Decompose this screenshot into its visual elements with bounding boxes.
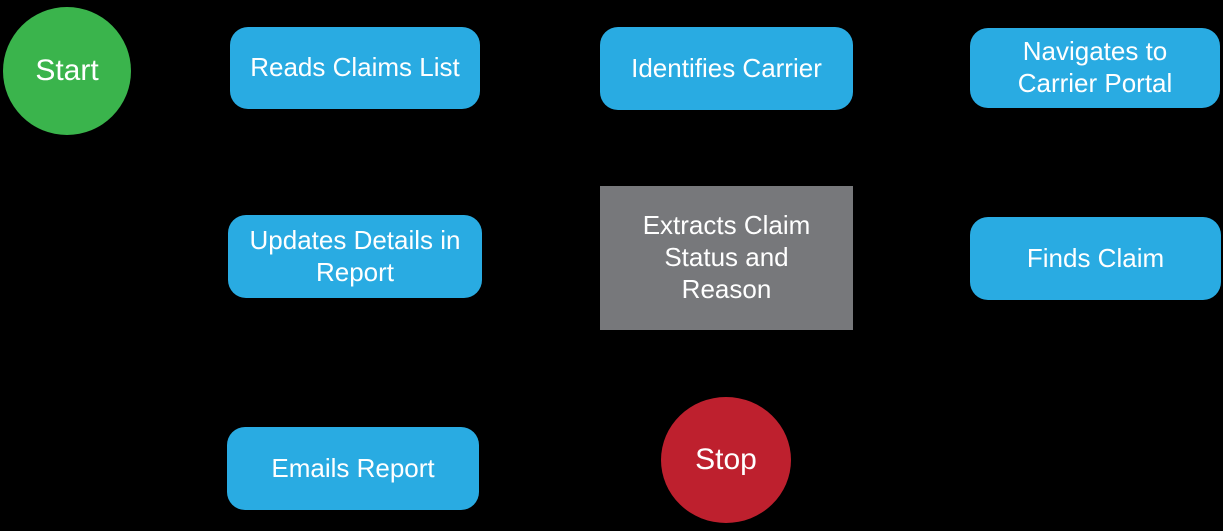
- process-node-extracts-claim-status-and-reason: Extracts Claim Status and Reason: [600, 186, 853, 330]
- process-node-reads-claims-list: Reads Claims List: [230, 27, 480, 109]
- process-node-identifies-carrier: Identifies Carrier: [600, 27, 853, 110]
- process-node-updates-details-in-report: Updates Details in Report: [228, 215, 482, 298]
- process-node-finds-claim: Finds Claim: [970, 217, 1221, 300]
- stop-node: Stop: [661, 397, 791, 523]
- process-node-emails-report: Emails Report: [227, 427, 479, 510]
- process-node-navigates-to-carrier-portal: Navigates to Carrier Portal: [970, 28, 1220, 108]
- start-node: Start: [3, 7, 131, 135]
